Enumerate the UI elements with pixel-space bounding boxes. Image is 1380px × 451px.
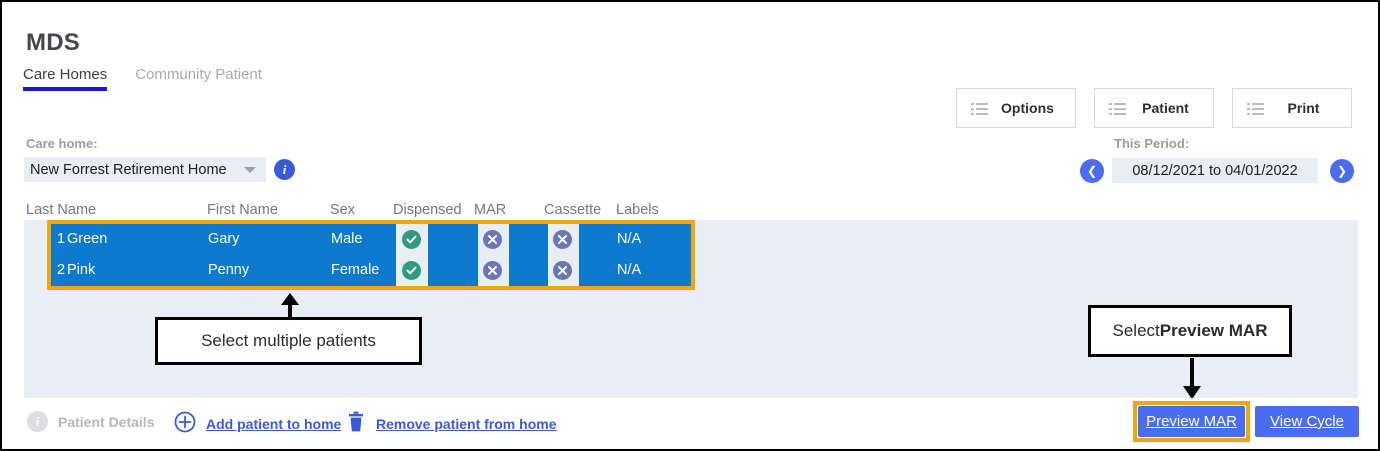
annotation-right-prefix: Select <box>1112 321 1160 340</box>
annotation-callout-right: Select Preview MAR <box>1088 305 1292 357</box>
options-button[interactable]: Options <box>956 88 1076 128</box>
view-cycle-button[interactable]: View Cycle <box>1255 406 1359 437</box>
check-circle-icon <box>402 230 421 249</box>
patient-details-action: i Patient Details <box>27 411 154 432</box>
column-header-last-name[interactable]: Last Name <box>26 202 97 218</box>
chevron-down-icon <box>244 166 256 173</box>
annotation-callout-left: Select multiple patients <box>155 317 422 365</box>
info-icon[interactable]: i <box>274 159 295 180</box>
cell-sex: Male <box>331 231 363 247</box>
table-row[interactable]: 2 Pink Penny Female N/A <box>51 255 691 286</box>
row-selection-bg <box>428 255 478 286</box>
view-cycle-button-label: View Cycle <box>1270 413 1344 430</box>
tab-care-homes[interactable]: Care Homes <box>23 66 108 91</box>
cell-row-index: 2 <box>57 262 66 278</box>
row-selection-bg <box>579 224 691 255</box>
cell-last-name: Pink <box>67 262 96 278</box>
cell-last-name: Green <box>67 231 108 247</box>
care-home-select[interactable]: New Forrest Retirement Home <box>24 157 266 182</box>
column-header-cassette[interactable]: Cassette <box>544 202 602 218</box>
column-header-mar[interactable]: MAR <box>474 202 507 218</box>
period-value[interactable]: 08/12/2021 to 04/01/2022 <box>1112 158 1318 183</box>
cross-circle-icon <box>483 261 502 280</box>
cell-first-name: Penny <box>208 262 250 278</box>
row-selection-bg <box>428 224 478 255</box>
list-icon <box>1109 102 1126 115</box>
preview-mar-highlight-box <box>1133 401 1250 442</box>
cross-circle-icon <box>483 230 502 249</box>
preview-mar-button[interactable]: Preview MAR <box>1138 406 1245 437</box>
annotation-right-bold: Preview MAR <box>1159 321 1268 340</box>
plus-circle-icon <box>174 411 196 436</box>
cell-labels: N/A <box>617 231 642 247</box>
row-selection-bg <box>51 224 396 255</box>
cell-sex: Female <box>331 262 380 278</box>
care-home-label: Care home: <box>26 136 98 151</box>
preview-mar-button-label: Preview MAR <box>1146 413 1237 430</box>
remove-patient-from-home-action[interactable]: Remove patient from home <box>346 411 556 436</box>
options-button-label: Options <box>1001 100 1054 116</box>
annotation-left-text: Select multiple patients <box>201 331 376 350</box>
print-button[interactable]: Print <box>1232 88 1352 128</box>
check-circle-icon <box>402 261 421 280</box>
column-header-first-name[interactable]: First Name <box>207 202 278 218</box>
cell-labels: N/A <box>617 262 642 278</box>
tab-bar: Care Homes Community Patient <box>23 66 290 91</box>
care-home-select-value: New Forrest Retirement Home <box>30 161 227 178</box>
patient-details-label: Patient Details <box>58 413 155 430</box>
grid-rows: 1 Green Gary Male N/A 2 Pink <box>51 224 691 286</box>
toolbar-buttons: Options Patient <box>956 88 1352 128</box>
list-icon <box>1247 102 1264 115</box>
print-button-label: Print <box>1287 100 1320 116</box>
cell-first-name: Gary <box>208 231 240 247</box>
grid-header: Last Name First Name Sex Dispensed MAR C… <box>2 202 1378 220</box>
trash-icon <box>346 411 366 436</box>
period-label: This Period: <box>1114 136 1190 151</box>
cross-circle-icon <box>553 230 572 249</box>
row-selection-bg <box>509 224 548 255</box>
add-patient-to-home-label: Add patient to home <box>206 415 342 432</box>
add-patient-to-home-action[interactable]: Add patient to home <box>174 411 341 436</box>
tab-community-patient[interactable]: Community Patient <box>135 66 262 83</box>
page-title: MDS <box>26 29 80 56</box>
patient-button-label: Patient <box>1142 100 1189 116</box>
chevron-right-icon[interactable]: ❯ <box>1330 159 1354 183</box>
cell-row-index: 1 <box>57 231 66 247</box>
column-header-labels[interactable]: Labels <box>616 202 659 218</box>
remove-patient-from-home-label: Remove patient from home <box>376 415 557 432</box>
chevron-left-icon[interactable]: ❮ <box>1080 159 1104 183</box>
table-row[interactable]: 1 Green Gary Male N/A <box>51 224 691 255</box>
column-header-dispensed[interactable]: Dispensed <box>393 202 462 218</box>
list-icon <box>971 102 988 115</box>
row-selection-bg <box>579 255 691 286</box>
patient-button[interactable]: Patient <box>1094 88 1214 128</box>
column-header-sex[interactable]: Sex <box>330 202 355 218</box>
row-selection-bg <box>509 255 548 286</box>
row-selection-bg <box>51 255 396 286</box>
cross-circle-icon <box>553 261 572 280</box>
info-icon: i <box>27 411 48 432</box>
